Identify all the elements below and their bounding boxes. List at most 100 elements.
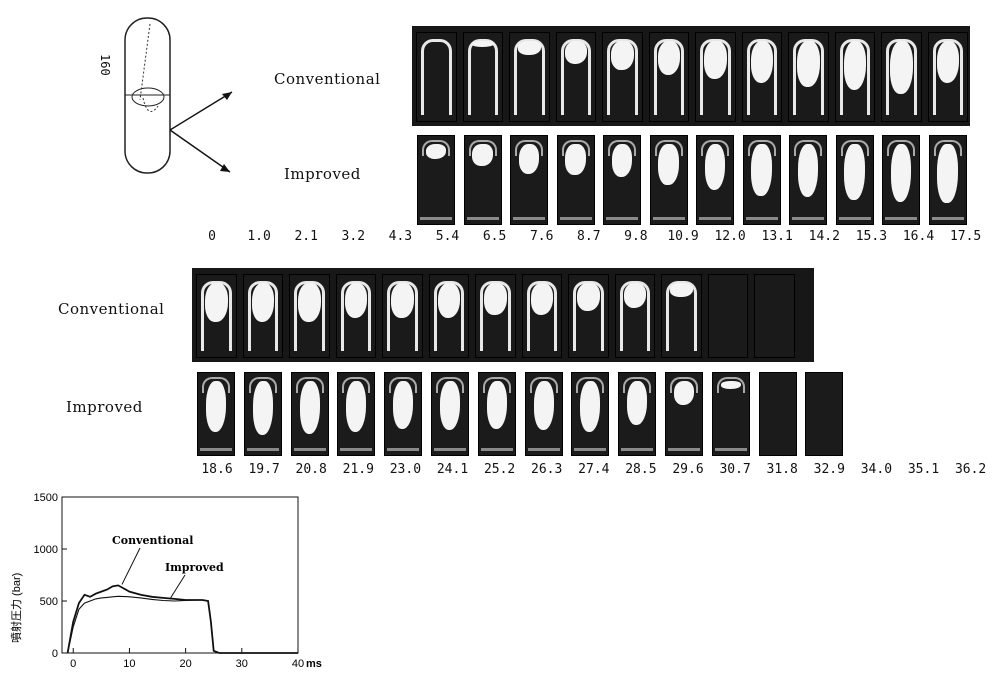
spray-frame (477, 372, 516, 456)
row1-improved-strip (412, 133, 970, 227)
spray-frame (571, 372, 610, 456)
spray-frame (568, 274, 609, 358)
chamber-wall (747, 140, 776, 156)
chamber-floor (714, 448, 747, 451)
chamber-wall (701, 140, 729, 156)
x-tick-label: 20 (179, 658, 191, 670)
chamber-wall (515, 140, 543, 156)
y-axis-label: 噴射圧力 (bar) (9, 573, 23, 643)
spray-frame (384, 372, 423, 456)
spray-frame (603, 135, 641, 225)
chamber-floor (699, 217, 731, 220)
annotation-conventional: Conventional (112, 534, 193, 547)
spray-plume (298, 283, 321, 322)
spray-plume (439, 381, 461, 430)
spray-plume (704, 144, 726, 190)
spray-plume (611, 144, 633, 177)
spray-plume (391, 283, 414, 318)
chamber-wall (433, 281, 464, 351)
frame-time: 3.2 (341, 229, 366, 244)
row2-conventional-strip (192, 268, 814, 362)
chamber-wall (526, 281, 557, 351)
x-tick-label: 40 (292, 658, 304, 670)
chamber-wall (887, 140, 915, 156)
chamber-floor (293, 448, 326, 451)
chamber-wall (482, 377, 511, 393)
chamber-wall (295, 377, 324, 393)
chamber-floor (340, 448, 373, 451)
x-tick-label: 0 (70, 658, 76, 670)
frame-time: 21.9 (342, 462, 374, 477)
spray-frame (335, 274, 376, 358)
y-tick-label: 500 (40, 596, 58, 608)
chamber-floor (885, 217, 917, 220)
spray-plume (577, 283, 600, 311)
chamber-wall (467, 39, 498, 115)
spray-plume (344, 283, 367, 318)
x-tick-label: 30 (236, 658, 248, 670)
chamber-wall (746, 39, 777, 115)
chamber-wall (619, 281, 650, 351)
chamber-wall (248, 377, 277, 393)
spray-plume (425, 144, 447, 159)
chamber-wall (436, 377, 464, 393)
annotation-improved: Improved (165, 561, 224, 574)
chamber-floor (559, 217, 592, 220)
chamber-floor (574, 448, 607, 451)
spray-frame (289, 274, 330, 358)
spray-plume (890, 41, 913, 94)
spray-frame (881, 32, 922, 122)
spray-frame (337, 372, 376, 456)
spray-frame (197, 372, 235, 456)
chamber-wall (793, 39, 824, 115)
spray-frame (243, 372, 282, 456)
spray-frame (754, 274, 795, 358)
row1-conventional-label: Conventional (274, 70, 381, 88)
spray-plume (346, 381, 367, 432)
chamber-floor (652, 217, 685, 220)
spray-frame (242, 274, 283, 358)
spray-frame (707, 274, 748, 358)
chamber-floor (466, 217, 499, 220)
spray-plume (564, 41, 587, 64)
chamber-wall (933, 140, 962, 156)
spray-plume (627, 381, 648, 425)
spray-plume (844, 144, 865, 200)
row2-improved-strip (192, 370, 852, 458)
spray-frame (789, 135, 827, 225)
chamber-floor (387, 448, 420, 451)
spray-frame (882, 135, 920, 225)
chamber-wall (340, 281, 371, 351)
spray-plume (484, 283, 507, 315)
frame-time: 18.6 (201, 462, 233, 477)
series-line-improved (67, 595, 298, 654)
spray-frame (510, 135, 548, 225)
spray-frame (665, 372, 703, 456)
spray-frame (742, 135, 781, 225)
spray-plume (580, 381, 601, 432)
spray-plume (472, 144, 493, 166)
spray-plume (937, 144, 958, 203)
spray-frame (758, 372, 797, 456)
chamber-wall (670, 377, 698, 393)
chamber-wall (294, 281, 325, 351)
spray-frame (614, 274, 655, 358)
spray-plume (252, 381, 273, 435)
frame-time: 2.1 (294, 229, 318, 244)
chamber-wall (623, 377, 652, 393)
chamber-wall (389, 377, 418, 393)
frame-time: 30.7 (719, 462, 751, 477)
spray-frame (927, 32, 968, 122)
x-tick-label: 10 (123, 658, 135, 670)
spray-frame (618, 372, 657, 456)
frame-time: 15.3 (855, 229, 888, 244)
y-tick-label: 1000 (34, 544, 58, 556)
y-tick-label: 0 (52, 648, 58, 660)
spray-plume (704, 41, 727, 79)
spray-plume (437, 283, 460, 318)
frame-time: 35.1 (907, 462, 940, 477)
spray-plume (299, 381, 320, 434)
